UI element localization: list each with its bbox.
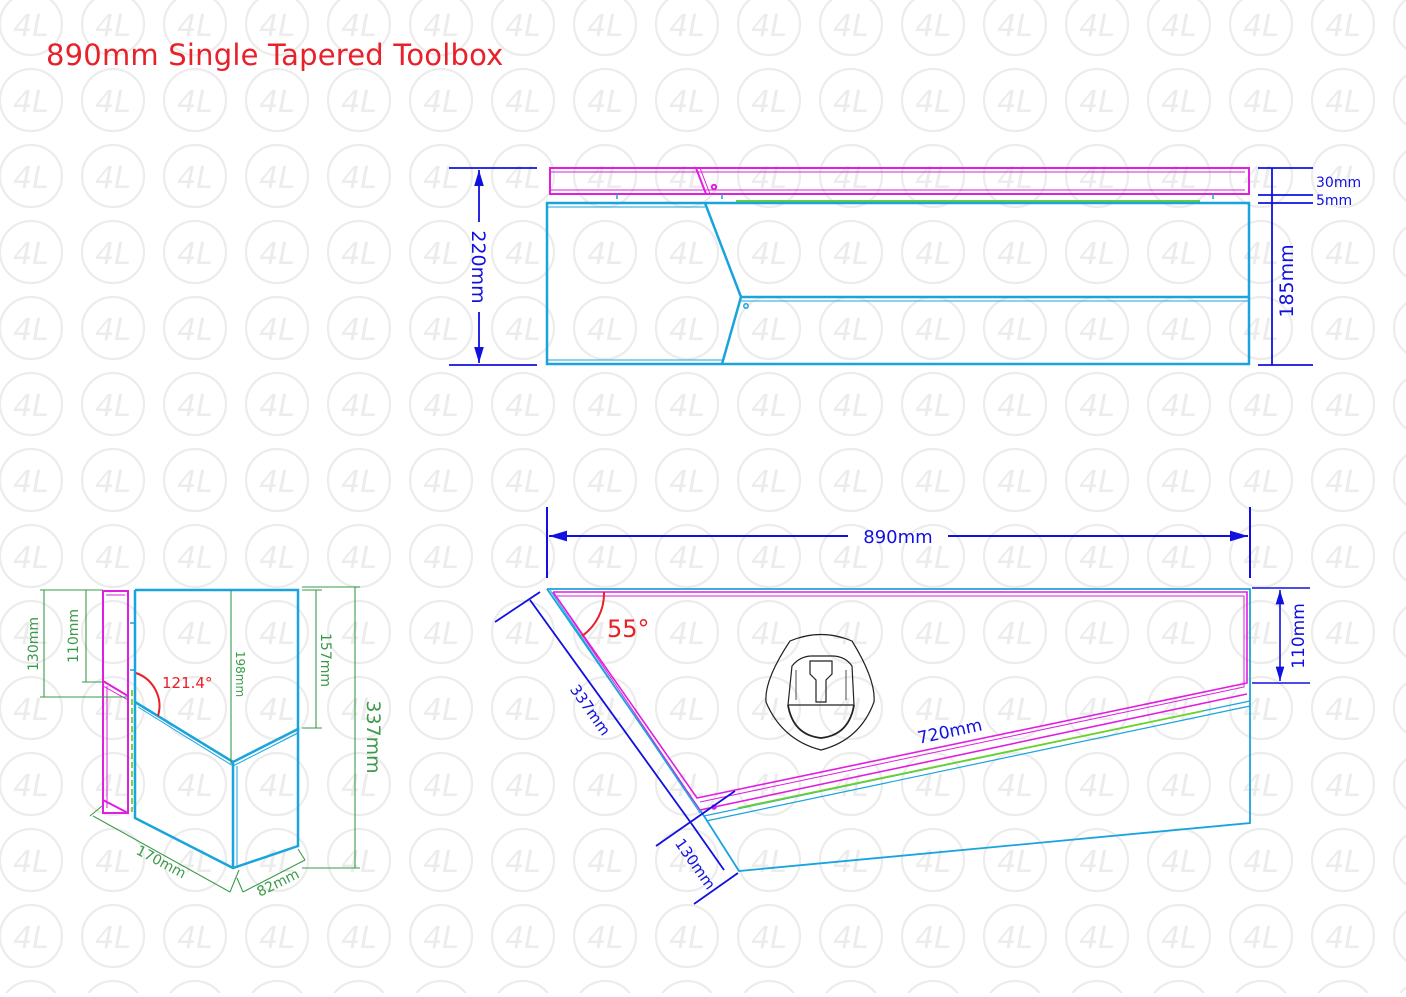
dim-label-lid-inner: 110mm	[66, 609, 82, 663]
angle-label-taper: 55°	[607, 615, 650, 643]
dim-label-overall-height: 220mm	[467, 230, 489, 303]
top-dim-110	[1252, 587, 1310, 684]
dim-label-body-height: 185mm	[1276, 244, 1298, 317]
top-dim-337	[494, 591, 739, 905]
top-dim-890	[546, 507, 1251, 578]
side-dims	[40, 586, 360, 893]
angle-arc-121	[135, 672, 161, 717]
side-body	[130, 588, 300, 870]
front-dim-right	[1258, 167, 1313, 366]
front-dim-220	[449, 167, 537, 366]
top-lid-outline	[552, 591, 1248, 811]
front-lid	[549, 167, 1250, 195]
dim-label-lid-upper: 130mm	[26, 617, 42, 671]
front-body	[545, 201, 1251, 366]
dim-label-gap: 5mm	[1316, 193, 1352, 209]
dim-label-flat-depth: 110mm	[1289, 603, 1309, 669]
angle-label-side: 121.4°	[162, 674, 212, 692]
dim-label-lid-height: 30mm	[1316, 175, 1361, 191]
side-lid	[102, 590, 129, 814]
angle-arc-55	[581, 591, 606, 637]
page-title: 890mm Single Tapered Toolbox	[46, 38, 504, 72]
dim-label-overall-height-side: 337mm	[362, 700, 384, 773]
dim-label-overall-length: 890mm	[863, 527, 932, 548]
lock-icon	[765, 633, 875, 751]
front-view: 220mm 30mm 5mm 185mm	[449, 167, 1361, 366]
dim-label-center-height: 198mm	[233, 651, 247, 697]
dim-label-rear-upper: 157mm	[317, 633, 333, 687]
top-gasket	[737, 710, 1204, 809]
